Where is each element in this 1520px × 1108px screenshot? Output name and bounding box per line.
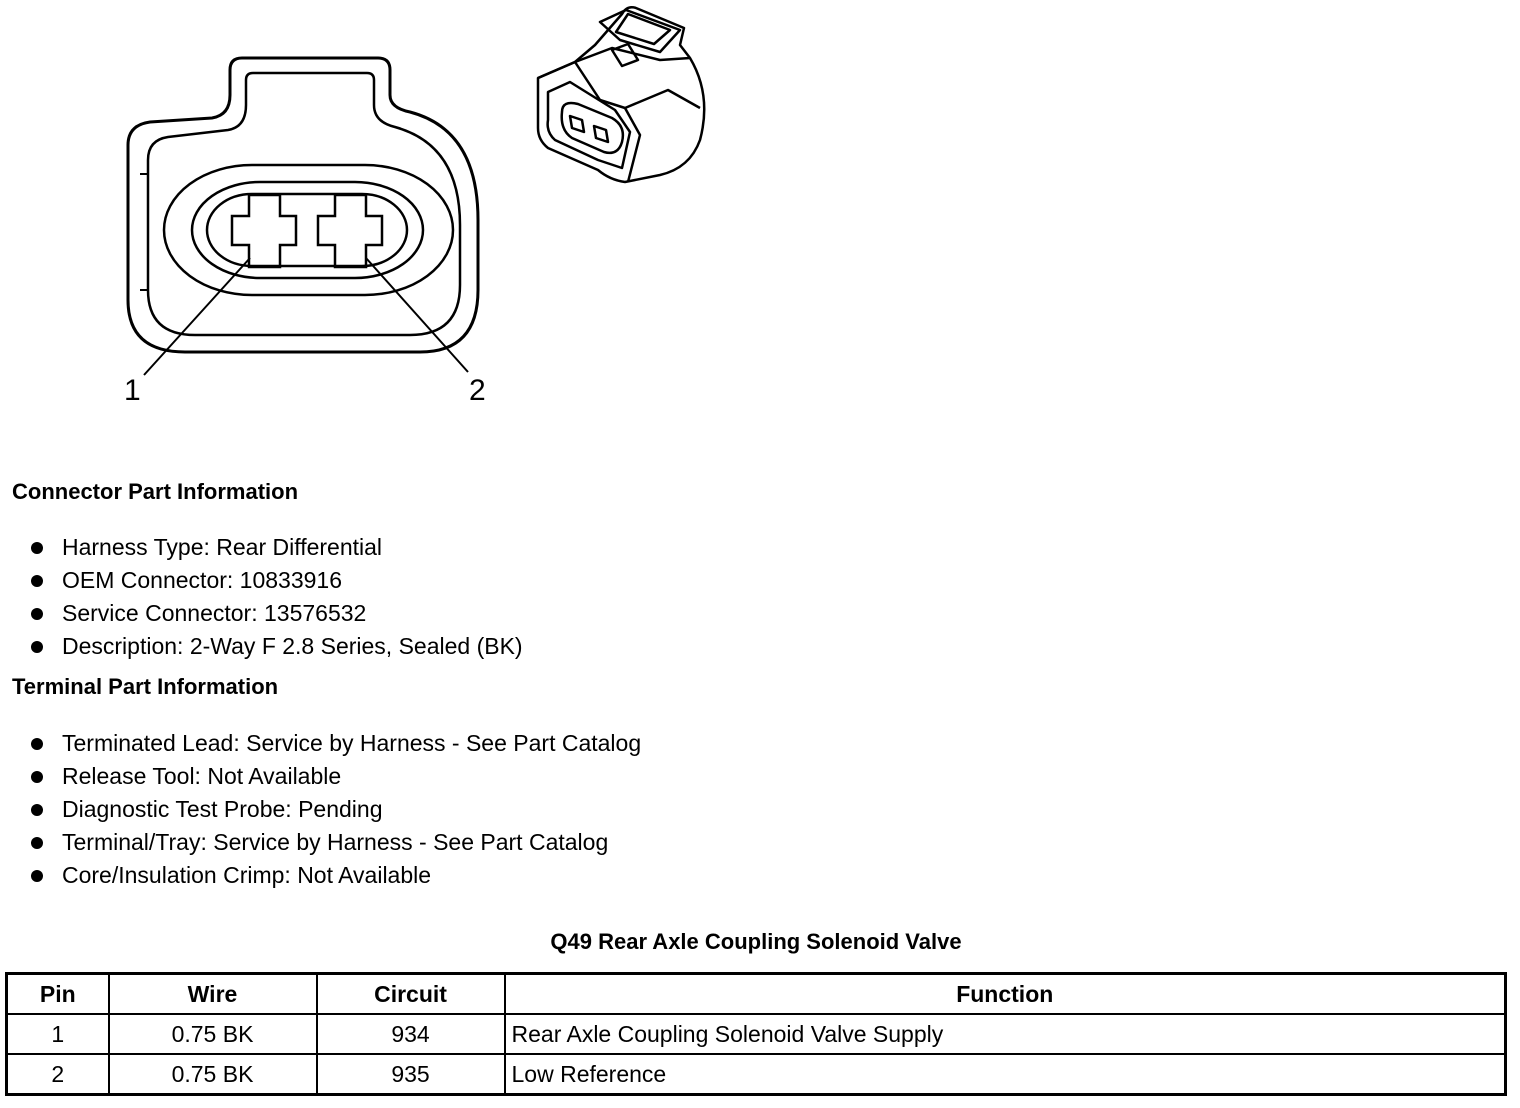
terminal-cavity-inner [205,192,409,268]
connector-face-recess [546,80,632,170]
connector-isometric-view [536,6,706,184]
list-item-text: Service Connector: 13576532 [62,600,367,626]
connector-latch [598,8,682,54]
bullet-icon [31,738,43,750]
cell-circuit: 934 [315,1013,506,1055]
cell-function: Low Reference [503,1053,1507,1096]
connector-latch-window [610,42,640,68]
pin-table-title: Q49 Rear Axle Coupling Solenoid Valve [550,929,962,954]
list-item-text: Diagnostic Test Probe: Pending [62,796,383,822]
connector-part-info-list: Harness Type: Rear Differential OEM Conn… [0,533,523,665]
pin-1-leader-line [143,257,251,376]
bullet-icon [31,608,43,620]
list-item: Harness Type: Rear Differential [0,533,523,566]
connector-outer-outline [126,56,480,354]
pin-2-label: 2 [469,374,486,407]
bullet-icon [31,837,43,849]
connector-face-view [126,56,480,376]
list-item-text: Terminated Lead: Service by Harness - Se… [62,730,642,756]
list-item-text: Release Tool: Not Available [62,763,342,789]
connector-latch-detail [614,12,672,46]
connector-side-edge [624,88,701,110]
terminal-cavity-outer [162,163,455,297]
list-item-text: Terminal/Tray: Service by Harness - See … [62,829,609,855]
list-item-text: Description: 2-Way F 2.8 Series, Sealed … [62,633,523,659]
connector-terminal-2 [592,124,610,144]
terminal-1 [230,193,298,269]
bullet-icon [31,575,43,587]
list-item: Terminal/Tray: Service by Harness - See … [0,828,641,861]
pin-2-leader-line [365,257,469,373]
list-item: Core/Insulation Crimp: Not Available [0,861,641,894]
table-row: 2 0.75 BK 935 Low Reference [5,1053,1507,1096]
connector-inner-outline [146,71,462,337]
pin-1-label: 1 [124,374,141,407]
list-item-text: OEM Connector: 10833916 [62,567,343,593]
cell-circuit: 935 [315,1053,506,1096]
table-header-row: Pin Wire Circuit Function [5,972,1507,1015]
terminal-part-info-list: Terminated Lead: Service by Harness - Se… [0,729,641,894]
terminal-cavity-middle [190,180,425,280]
cell-function: Rear Axle Coupling Solenoid Valve Supply [503,1013,1507,1055]
connector-terminal-1 [568,114,586,134]
list-item-text: Harness Type: Rear Differential [62,534,383,560]
table-row: 1 0.75 BK 934 Rear Axle Coupling Solenoi… [5,1013,1507,1055]
bullet-icon [31,641,43,653]
connector-part-info-title: Connector Part Information [12,479,299,504]
connector-diagram: 1 2 [124,6,706,407]
bullet-icon [31,804,43,816]
list-item: OEM Connector: 10833916 [0,566,523,599]
cell-pin: 1 [5,1013,110,1055]
list-item: Release Tool: Not Available [0,762,641,795]
header-function: Function [503,972,1507,1015]
connector-body-outline [536,6,706,184]
list-item: Description: 2-Way F 2.8 Series, Sealed … [0,632,523,665]
bullet-icon [31,542,43,554]
cell-wire: 0.75 BK [107,1013,318,1055]
bullet-icon [31,771,43,783]
header-pin: Pin [5,972,110,1015]
connector-front-face [537,60,642,183]
list-item: Terminated Lead: Service by Harness - Se… [0,729,641,762]
bullet-icon [31,870,43,882]
cell-pin: 2 [5,1053,110,1096]
terminal-part-info-title: Terminal Part Information [12,674,279,699]
cell-wire: 0.75 BK [107,1053,318,1096]
connector-top-ridge [574,46,691,64]
pin-table: Pin Wire Circuit Function 1 0.75 BK 934 … [5,972,1507,1096]
list-item: Service Connector: 13576532 [0,599,523,632]
header-circuit: Circuit [315,972,506,1015]
terminal-2 [316,193,384,269]
header-wire: Wire [107,972,318,1015]
list-item: Diagnostic Test Probe: Pending [0,795,641,828]
list-item-text: Core/Insulation Crimp: Not Available [62,862,432,888]
connector-terminal-cavity [560,101,625,155]
